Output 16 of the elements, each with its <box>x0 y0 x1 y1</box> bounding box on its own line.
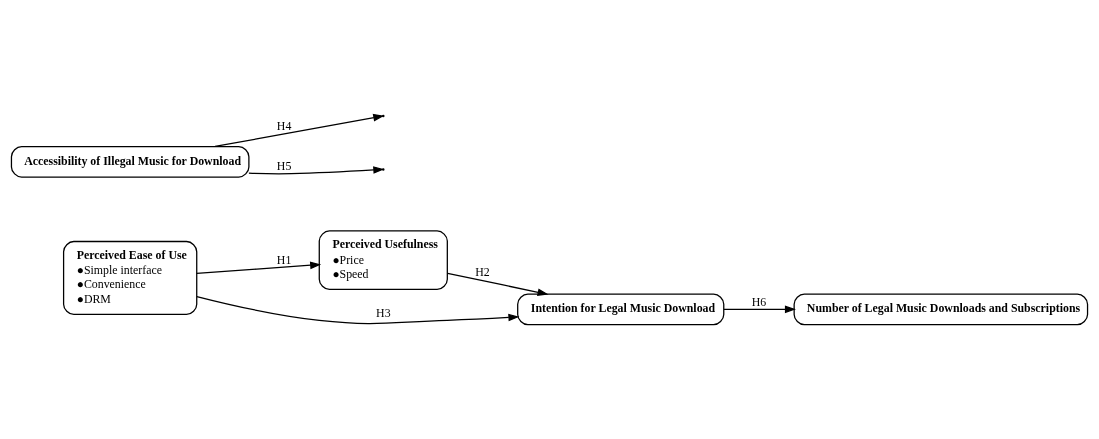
edge-label: H2 <box>475 264 490 279</box>
arrow <box>196 260 322 274</box>
edge-label: H5 <box>276 158 292 173</box>
arrow <box>447 272 549 296</box>
edge-label: H4 <box>276 118 292 133</box>
edge-label: H1 <box>276 252 292 267</box>
arrow <box>248 165 385 174</box>
node-box: Accessibility of Illegal Music for Download <box>10 145 250 178</box>
edge-label: H3 <box>376 305 391 320</box>
node-box: Number of Legal Music Downloads and Subscriptions <box>793 292 1089 325</box>
node-box: Perceived Usefulness ●Price ●Speed <box>318 229 448 290</box>
arrow <box>196 295 520 324</box>
node-box: Perceived Ease of Use ●Simple interface ●Convenience ●DRM <box>62 240 198 315</box>
edge-label: H6 <box>751 294 767 309</box>
node-box: Intention for Legal Music Download <box>517 292 725 325</box>
arrow <box>723 305 796 313</box>
